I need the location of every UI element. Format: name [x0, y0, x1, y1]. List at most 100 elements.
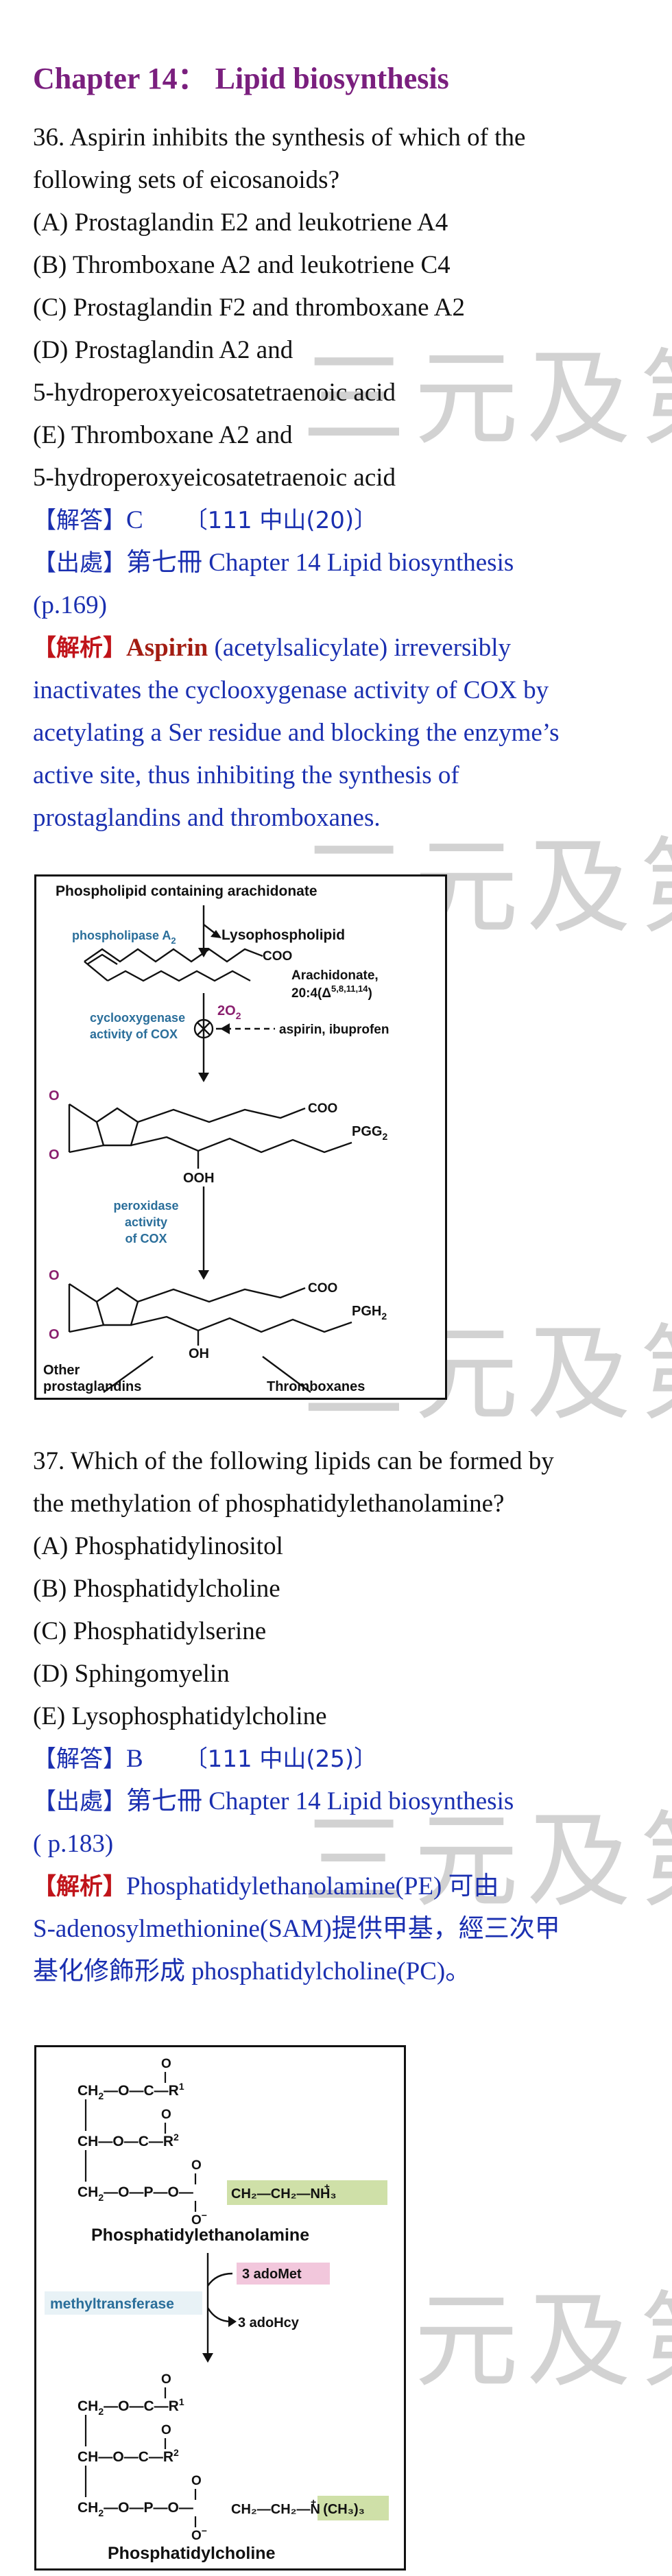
chain-link	[84, 961, 108, 981]
pe-name: Phosphatidylethanolamine	[91, 2226, 309, 2245]
arrowhead	[211, 930, 221, 938]
carbonyl-oxygen: O	[161, 2372, 171, 2387]
arrowhead	[220, 1023, 230, 1034]
pgh2-lower-chain	[130, 1315, 352, 1333]
oxygen-atom: O	[49, 1268, 60, 1283]
option-b: (B) Thromboxane A2 and leukotriene C4	[33, 251, 451, 279]
answer-source: 〔111 中山(20)〕	[184, 507, 378, 534]
phospholipase-label: phospholipase A2	[72, 929, 176, 946]
option-c: (C) Prostaglandin F2 and thromboxane A2	[33, 294, 465, 322]
double-bond	[86, 953, 118, 966]
methylation-figure: CH2—O—C—R1 CH—O—C—R2 CH2—O—P—O— O O O O−…	[34, 2045, 406, 2571]
question-37: 37. Which of the following lipids can be…	[33, 1440, 645, 1993]
explain-tag: 【解析】	[33, 634, 126, 662]
pc-name: Phosphatidylcholine	[108, 2544, 276, 2563]
option-b: (B) Phosphatidylcholine	[33, 1575, 280, 1603]
question-line: following sets of eicosanoids?	[33, 166, 339, 194]
explanation-line: prostaglandins and thromboxanes.	[33, 804, 381, 832]
arachidonate-label: Arachidonate,	[291, 968, 379, 983]
pgh2-upper-chain	[137, 1287, 306, 1303]
arachidonate-formula: 20:4(Δ5,8,11,14)	[291, 983, 372, 1001]
enzyme-box	[45, 2291, 202, 2315]
explanation-line: 【解析】Aspirin (acetylsalicylate) irreversi…	[33, 627, 645, 669]
option-a: (A) Phosphatidylinositol	[33, 1532, 283, 1560]
arrowhead	[228, 2316, 237, 2327]
inhibition-symbol	[193, 1018, 214, 1039]
source-line: 【出處】第七冊 Chapter 14 Lipid biosynthesis	[33, 1780, 645, 1823]
option-e-cont: 5-hydroperoxyeicosatetraenoic acid	[33, 464, 396, 492]
ch2-phosphate: CH2—O—P—O—	[77, 2184, 193, 2203]
arrowhead	[198, 1073, 209, 1082]
option-d: (D) Prostaglandin A2 and	[33, 336, 293, 364]
bond	[69, 1283, 97, 1303]
arrow-to-prostaglandins	[103, 1356, 154, 1393]
ooh-label: OOH	[183, 1171, 215, 1186]
source-line: 【出處】第七冊 Chapter 14 Lipid biosynthesis	[33, 542, 645, 584]
ch2-group: CH2—O—C—R1	[77, 2081, 184, 2101]
explanation-line: 【解析】Phosphatidylethanolamine(PE) 可由	[33, 1865, 645, 1908]
explanation-line: inactivates the cyclooxygenase activity …	[33, 676, 549, 704]
inhibition-x	[197, 1022, 211, 1036]
answer-tag: 【解答】	[33, 507, 126, 534]
question-line: 36. Aspirin inhibits the synthesis of wh…	[33, 123, 526, 152]
arrowhead	[198, 948, 209, 957]
explain-text: (acetylsalicylate) irreversibly	[208, 634, 511, 662]
answer-tag: 【解答】	[33, 1745, 126, 1773]
explanation-line: active site, thus inhibiting the synthes…	[33, 761, 459, 789]
phosphate-oxygen: O	[191, 2158, 202, 2173]
ch-group: CH—O—C—R2	[77, 2132, 179, 2149]
answer-line: 【解答】C 〔111 中山(20)〕	[33, 499, 645, 542]
coo-label: COO	[308, 1281, 337, 1296]
pc-headgroup: CH₂—CH₂—N+(CH₃)₃	[231, 2496, 365, 2517]
pe-headgroup-highlight	[227, 2180, 387, 2205]
methyltransferase-label: methyltransferase	[50, 2296, 174, 2312]
explanation-line: S-adenosylmethionine(SAM)提供甲基，經三次甲	[33, 1915, 560, 1943]
source-text: 第七冊 Chapter 14 Lipid biosynthesis	[126, 1787, 514, 1815]
pgg2-lower-chain	[130, 1136, 352, 1154]
coo-label: COO	[308, 1101, 337, 1116]
eicosanoid-pathway-figure: Phospholipid containing arachidonate Lys…	[34, 874, 447, 1400]
ch2-group: CH2—O—C—R1	[77, 2396, 184, 2417]
phosphate-ominus: O−	[191, 2210, 207, 2228]
pgg2-ring	[95, 1107, 139, 1147]
thromboxanes-label: Thromboxanes	[267, 1379, 365, 1394]
pgh2-label: PGH2	[352, 1304, 387, 1322]
methyl-highlight	[317, 2496, 389, 2520]
lysophospholipid-label: Lysophospholipid	[221, 927, 345, 943]
source-page: (p.169)	[33, 591, 107, 619]
question-line: 37. Which of the following lipids can be…	[33, 1447, 554, 1475]
adomet-curve	[207, 2272, 233, 2287]
source-page: ( p.183)	[33, 1830, 114, 1858]
phosphate-ominus: O−	[191, 2525, 207, 2543]
source-text: 第七冊 Chapter 14 Lipid biosynthesis	[126, 549, 514, 577]
answer-source: 〔111 中山(25)〕	[184, 1745, 378, 1773]
figure-header: Phospholipid containing arachidonate	[56, 883, 317, 899]
arrowhead	[202, 2353, 213, 2363]
pe-headgroup: CH₂—CH₂—NH₃+	[231, 2181, 337, 2202]
methylation-diagram: CH2—O—C—R1 CH—O—C—R2 CH2—O—P—O— O O O O−…	[45, 2057, 389, 2563]
ch2-phosphate: CH2—O—P—O—	[77, 2500, 193, 2518]
explain-term: Aspirin	[126, 634, 208, 662]
inhibitors-label: aspirin, ibuprofen	[279, 1023, 389, 1037]
option-e: (E) Thromboxane A2 and	[33, 421, 293, 449]
oh-label: OH	[189, 1346, 209, 1361]
question-36: 36. Aspirin inhibits the synthesis of wh…	[33, 117, 645, 839]
arrow-branch	[203, 924, 217, 935]
carbonyl-oxygen: O	[161, 2057, 171, 2071]
answer-value: C	[126, 506, 143, 534]
oxygen-atom: O	[49, 1327, 60, 1342]
answer-value: B	[126, 1745, 143, 1773]
chapter-title: Chapter 14： Lipid biosynthesis	[33, 62, 449, 95]
adomet-label: 3 adoMet	[242, 2267, 302, 2282]
explanation-line: 基化修飾形成 phosphatidylcholine(PC)。	[33, 1957, 471, 1985]
pgh2-ring	[95, 1287, 139, 1326]
oxygen-atom: O	[49, 1147, 60, 1162]
pgg2-label: PGG2	[352, 1124, 387, 1142]
adomet-box	[237, 2263, 330, 2285]
bond	[69, 1103, 97, 1123]
coo-label: COO	[263, 949, 292, 964]
bond	[69, 1144, 104, 1154]
